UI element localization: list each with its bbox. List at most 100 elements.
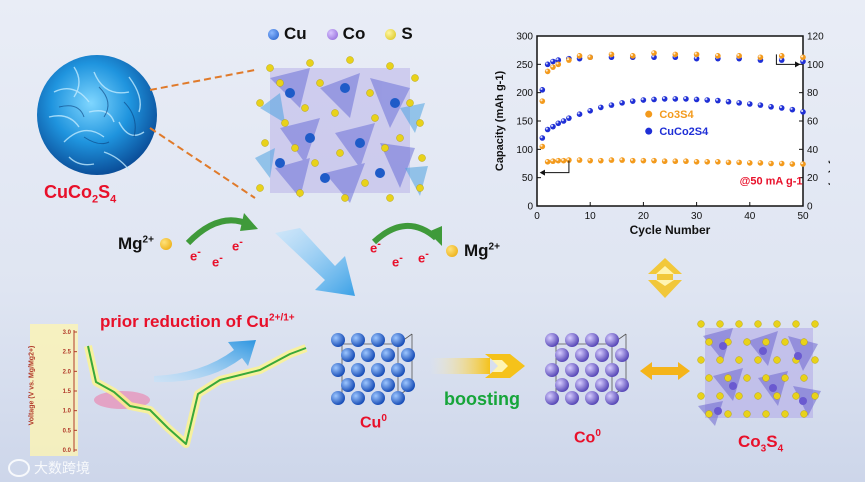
voltage-tick-label: 3.0 [63,330,72,336]
co-atom-icon [326,28,338,40]
data-point [576,111,583,117]
data-point [544,159,551,165]
y-tick-label: 150 [516,117,533,128]
voltage-tick-label: 1.5 [63,389,72,395]
sulfur-atom [735,356,743,364]
atom-legend: Cu Co S [268,24,413,44]
data-point [555,120,562,127]
data-point [768,104,774,110]
axis-pointer-right-head [795,61,801,68]
sulfur-atom [762,338,770,346]
data-point [539,135,546,141]
data-point [757,160,764,166]
y-tick-label: 50 [522,173,534,184]
sulfur-atom [716,356,724,364]
data-point [555,57,562,63]
prior-reduction-label: prior reduction of Cu2+/1+ [100,312,295,331]
data-point [693,96,700,103]
data-point [587,108,593,114]
nanoflower-image [34,52,160,178]
metal-atom [381,378,395,392]
data-point [800,54,806,61]
y2-axis-label: Coulombic efficiency (%) [828,56,830,187]
y2-tick-label: 0 [807,202,813,213]
data-point [704,97,711,103]
sulfur-atom [697,356,705,364]
metal-atom [585,363,599,377]
legend-cu: Cu [268,24,307,44]
metal-atom [351,391,365,405]
mg-ion-icon [159,238,172,250]
mg-ion-left: Mg2+ [118,234,172,254]
cu0-label: Cu0 [360,413,387,432]
x-tick-label: 50 [797,211,809,222]
data-point [757,54,764,61]
voltage-tick-label: 0.5 [63,428,72,434]
y-tick-label: 250 [516,60,533,71]
metal-atom [585,391,599,405]
data-point [683,96,689,102]
data-point [789,106,796,113]
sulfur-atom [773,356,781,364]
y-tick-label: 0 [527,202,533,213]
sulfur-atom [811,320,819,328]
sulfur-atom [781,338,789,346]
data-point [566,115,572,121]
legend-co: Co [326,24,365,44]
data-point [640,97,647,103]
sulfur-atom [773,392,781,400]
process-arrow-down [275,228,355,296]
sulfur-atom [716,320,724,328]
data-point [608,157,615,163]
y2-tick-label: 40 [807,145,819,156]
data-point [640,157,647,164]
data-point [550,64,556,70]
data-point [598,104,604,111]
sulfur-atom [781,410,789,418]
cu0-lattice [328,330,418,408]
data-point [608,102,615,108]
metal-atom [565,333,579,347]
y-tick-label: 100 [516,145,533,156]
co0-label: Co0 [574,428,601,447]
co0-lattice [542,330,632,408]
metal-atom [605,391,619,405]
sulfur-atom [705,410,713,418]
metal-atom [545,333,559,347]
sulfur-atom [705,374,713,382]
sulfur-atom [762,410,770,418]
legend-marker [645,110,653,118]
data-point [629,98,636,104]
sulfur-atom [735,320,743,328]
data-point [747,160,753,166]
data-point [683,158,689,165]
metal-atom [555,348,569,362]
data-point [619,157,625,163]
data-point [560,118,567,124]
y2-tick-label: 20 [807,173,819,184]
metal-atom [391,333,405,347]
sulfur-atom [754,356,762,364]
data-point [736,53,742,59]
legend-entry: Co3S4 [659,109,694,121]
metal-atom [565,391,579,405]
sulfur-atom [754,392,762,400]
data-point [544,126,551,133]
data-point [619,100,625,106]
electron-transfer-arrow-right [371,222,442,246]
metal-atom [381,348,395,362]
boosting-arrow [430,354,525,378]
sulfur-atom [762,374,770,382]
sulfur-atom [792,320,800,328]
data-point [550,158,556,165]
sulfur-atom [697,320,705,328]
metal-atom [391,363,405,377]
sulfur-atom [697,392,705,400]
metal-atom [351,363,365,377]
data-point [539,87,546,93]
sulfur-atom [800,338,808,346]
data-point [555,157,562,164]
sulfur-atom [800,410,808,418]
data-point [539,98,546,104]
data-point [789,161,796,167]
